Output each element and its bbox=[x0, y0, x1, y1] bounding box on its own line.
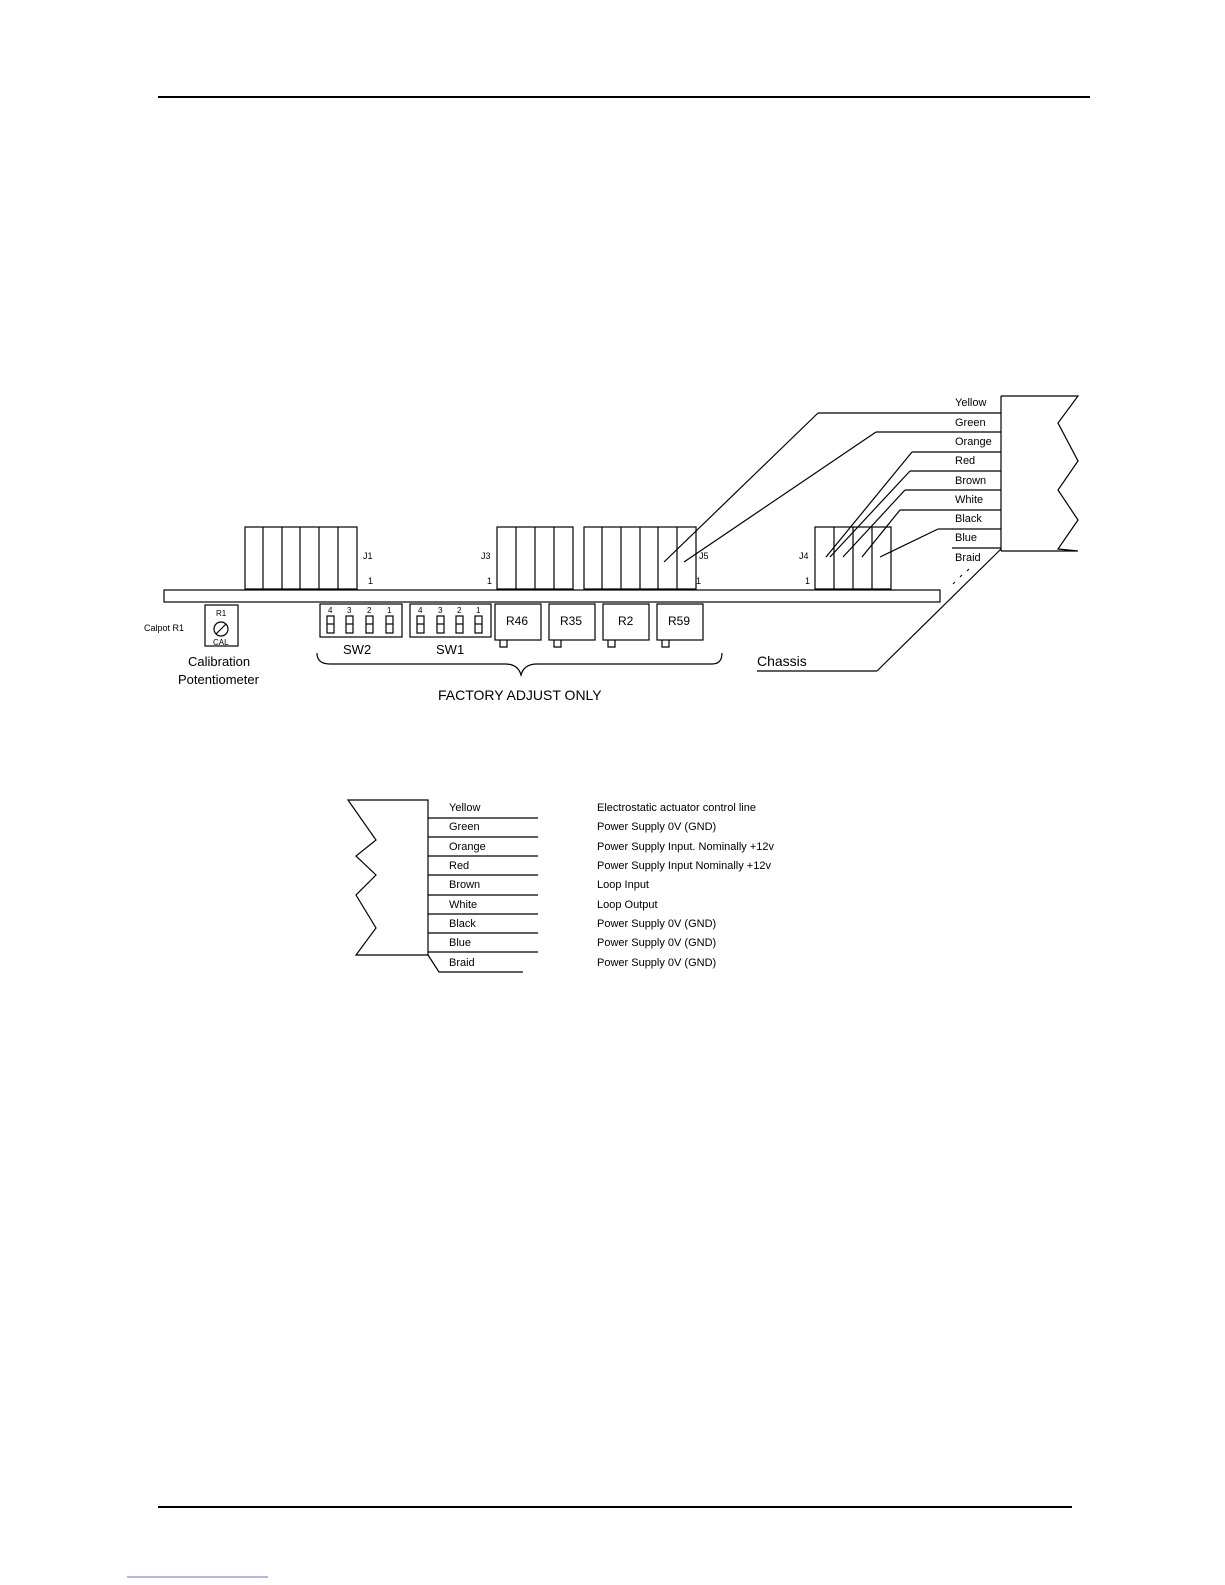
resistor-label: R59 bbox=[668, 614, 690, 628]
connector-label: J3 bbox=[481, 551, 491, 561]
resistor-label: R46 bbox=[506, 614, 528, 628]
chassis-label: Chassis bbox=[757, 653, 807, 669]
table-function: Loop Input bbox=[597, 879, 649, 891]
calpot-caption-line1: Calibration bbox=[188, 654, 250, 669]
resistor-label: R2 bbox=[618, 614, 634, 628]
connector-j3: J3 1 bbox=[481, 526, 574, 590]
calpot-side-label: Calpot R1 bbox=[144, 623, 184, 633]
wire-label-white: White bbox=[955, 494, 983, 506]
wire-label-yellow: Yellow bbox=[955, 397, 986, 409]
switch-pin-label: 4 bbox=[418, 606, 423, 615]
table-function: Loop Output bbox=[597, 899, 658, 911]
connector-label: J4 bbox=[799, 551, 809, 561]
table-color: Red bbox=[449, 860, 469, 872]
calibration-potentiometer: Calpot R1 R1 CAL Calibration Potentiomet… bbox=[144, 604, 260, 687]
wire-label-red: Red bbox=[955, 455, 975, 467]
cable-end-jagged bbox=[1001, 395, 1080, 552]
resistor-r35: R35 bbox=[548, 603, 596, 648]
table-cable-end-jagged bbox=[346, 799, 429, 956]
wire-label-blue: Blue bbox=[955, 532, 977, 544]
potentiometer-icon bbox=[213, 621, 229, 637]
pin-one-label: 1 bbox=[805, 576, 810, 586]
resistor-r59: R59 bbox=[656, 603, 704, 648]
cable-wire-lines bbox=[952, 412, 1001, 549]
resistor-r2: R2 bbox=[602, 603, 650, 648]
dip-switch-sw1: 4 3 2 1 SW1 bbox=[409, 603, 492, 657]
connector-j1: J1 1 bbox=[244, 526, 373, 590]
switch-pin-label: 3 bbox=[347, 606, 352, 615]
wire-label-black: Black bbox=[955, 513, 982, 525]
cable-color-labels: Yellow Green Orange Red Brown White Blac… bbox=[955, 397, 992, 564]
switch-pin-label: 4 bbox=[328, 606, 333, 615]
factory-adjust-label: FACTORY ADJUST ONLY bbox=[438, 687, 602, 703]
resistor-label: R35 bbox=[560, 614, 582, 628]
wiring-table: Yellow Electrostatic actuator control li… bbox=[449, 802, 775, 969]
factory-adjust-brace bbox=[316, 652, 723, 678]
switch-name: SW1 bbox=[436, 642, 464, 657]
switch-pin-label: 1 bbox=[476, 606, 481, 615]
pin-one-label: 1 bbox=[368, 576, 373, 586]
connector-label: J1 bbox=[363, 551, 373, 561]
switch-pin-label: 2 bbox=[457, 606, 462, 615]
table-color: Braid bbox=[449, 957, 475, 969]
table-color: Blue bbox=[449, 937, 471, 949]
switch-pin-label: 1 bbox=[387, 606, 392, 615]
table-color: Orange bbox=[449, 841, 486, 853]
wire-label-brown: Brown bbox=[955, 475, 986, 487]
connector-j4: J4 1 bbox=[799, 526, 892, 590]
calpot-cal: CAL bbox=[213, 638, 229, 647]
switch-pin-label: 2 bbox=[367, 606, 372, 615]
connector-label: J5 bbox=[699, 551, 709, 561]
pin-one-label: 1 bbox=[487, 576, 492, 586]
table-color: Green bbox=[449, 821, 480, 833]
connector-j5: J5 1 bbox=[583, 526, 709, 590]
table-function: Power Supply 0V (GND) bbox=[597, 937, 716, 949]
table-color: Brown bbox=[449, 879, 480, 891]
resistor-r46: R46 bbox=[494, 603, 542, 648]
table-function: Electrostatic actuator control line bbox=[597, 802, 756, 814]
table-color: Black bbox=[449, 918, 476, 930]
wire-label-green: Green bbox=[955, 417, 986, 429]
pcb-board bbox=[163, 589, 941, 603]
table-function: Power Supply 0V (GND) bbox=[597, 918, 716, 930]
table-color: White bbox=[449, 899, 477, 911]
table-function: Power Supply Input Nominally +12v bbox=[597, 860, 771, 872]
connection-wires bbox=[663, 412, 1002, 672]
wire-label-orange: Orange bbox=[955, 436, 992, 448]
table-function: Power Supply 0V (GND) bbox=[597, 821, 716, 833]
calpot-caption-line2: Potentiometer bbox=[178, 672, 260, 687]
wire-label-braid: Braid bbox=[955, 552, 981, 564]
table-function: Power Supply Input. Nominally +12v bbox=[597, 841, 775, 853]
braid-dotted-line bbox=[952, 568, 970, 585]
table-wire-lines bbox=[427, 817, 538, 973]
switch-name: SW2 bbox=[343, 642, 371, 657]
pin-one-label: 1 bbox=[696, 576, 701, 586]
switch-pin-label: 3 bbox=[438, 606, 443, 615]
table-color: Yellow bbox=[449, 802, 480, 814]
table-function: Power Supply 0V (GND) bbox=[597, 957, 716, 969]
dip-switch-sw2: 4 3 2 1 SW2 bbox=[319, 603, 403, 657]
calpot-ref: R1 bbox=[216, 609, 227, 618]
